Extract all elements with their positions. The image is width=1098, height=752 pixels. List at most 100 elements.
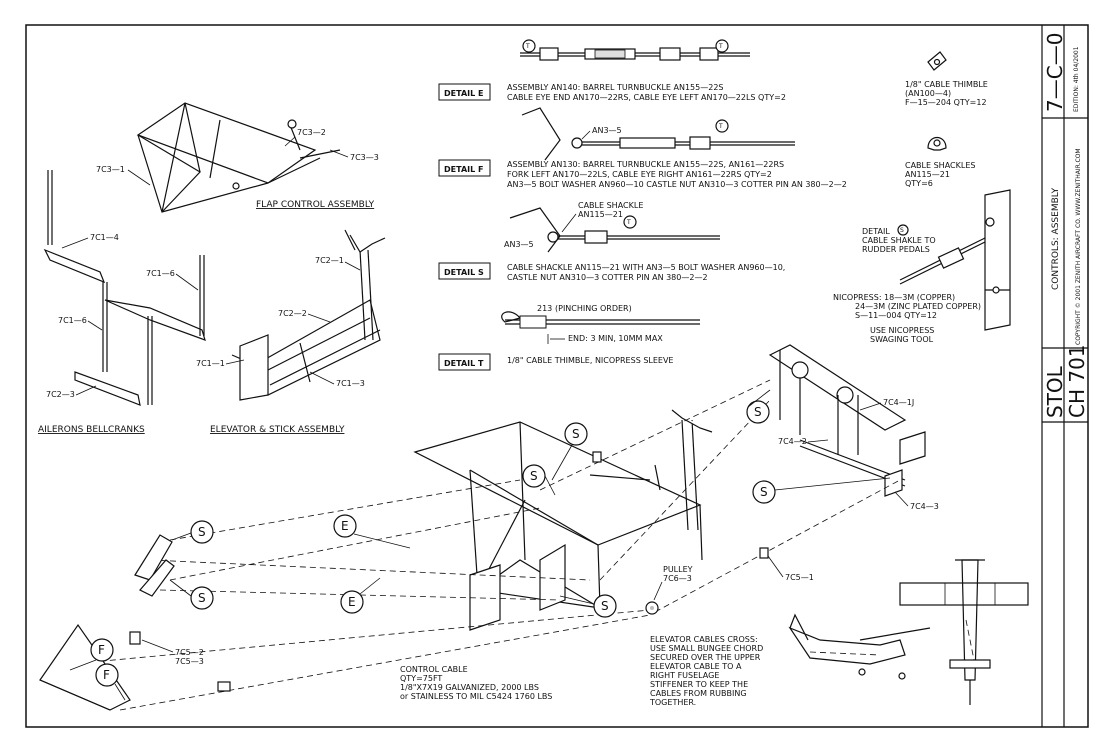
flap-assembly-title: FLAP CONTROL ASSEMBLY	[256, 200, 375, 210]
edition-label: EDITION: 4th 04/2001	[1073, 46, 1080, 112]
cross-note-2: USE SMALL BUNGEE CHORD	[650, 644, 763, 653]
detail-e-tag-box	[438, 83, 491, 101]
shackle-icon	[927, 136, 947, 151]
ailerons-bellcranks-drawing	[43, 170, 206, 406]
label-7c6-3: 7C6—3	[663, 574, 692, 583]
callout-s-4: S	[760, 485, 768, 499]
fairlead-3	[129, 631, 141, 645]
detail-f-tag-box	[438, 159, 491, 177]
fairlead-4	[217, 681, 231, 692]
callout-s-5: S	[601, 599, 609, 613]
label-7c1-6-left: 7C1—6	[58, 316, 87, 325]
callout-f-2: F	[103, 668, 110, 682]
detail-f-line1: ASSEMBLY AN130: BARREL TURNBUCKLE AN155—…	[507, 160, 784, 169]
callout-t-4: T	[626, 219, 631, 226]
detail-s-note-2: CABLE SHAKLE TO	[862, 236, 936, 245]
callout-t-3: T	[718, 123, 723, 130]
shackle-note-2: AN115—21	[905, 170, 950, 179]
rudder-pedal-detail-drawing	[899, 189, 1011, 331]
callout-e-1: E	[341, 519, 349, 533]
ailerons-title: AILERONS BELLCRANKS	[38, 425, 145, 435]
elevator-title: ELEVATOR & STICK ASSEMBLY	[210, 425, 345, 435]
detail-f-an35: AN3—5	[592, 126, 622, 135]
thimble-note-2: (AN100—4)	[905, 89, 951, 98]
thimble-note-1: 1/8" CABLE THIMBLE	[905, 80, 988, 89]
nicopress-note-4: USE NICOPRESS	[870, 326, 934, 335]
callout-t-2: T	[718, 43, 723, 50]
label-7c1-6-right: 7C1—6	[146, 269, 175, 278]
cable-note-3: 1/8"X7X19 GALVANIZED, 2000 LBS	[400, 683, 539, 692]
detail-f-tag: DETAIL F	[444, 165, 483, 174]
detail-f-line2: FORK LEFT AN170—22LS, CABLE EYE RIGHT AN…	[507, 170, 772, 179]
detail-f-drawing	[521, 107, 795, 161]
callout-e-2: E	[348, 595, 356, 609]
aircraft-top-view	[899, 559, 1029, 705]
copyright-label: COPYRIGHT © 2001 ZENITH AIRCRAFT CO. WWW…	[1075, 148, 1082, 345]
shackle-note-1: CABLE SHACKLES	[905, 161, 975, 170]
cable-note-2: QTY=75FT	[400, 674, 442, 683]
label-7c4-3: 7C4—3	[910, 502, 939, 511]
flap-control-drawing	[136, 102, 341, 213]
callout-s-7: S	[198, 591, 206, 605]
callout-f-1: F	[98, 643, 105, 657]
drawing-title: CONTROLS: ASSEMBLY	[1051, 187, 1061, 290]
title-block: 7—C—0 EDITION: 4th 04/2001 CONTROLS: ASS…	[1041, 25, 1089, 727]
label-7c5-3: 7C5—3	[175, 657, 204, 666]
callout-s-small: S	[900, 227, 904, 234]
nicopress-note-2: 24—3M (ZINC PLATED COPPER)	[855, 302, 981, 311]
detail-t-tag-box	[438, 353, 491, 371]
model-stol: STOL	[1043, 365, 1067, 418]
detail-s-drawing	[509, 207, 720, 253]
detail-s-an35: AN3—5	[504, 240, 534, 249]
callout-s-circle-small	[897, 224, 909, 236]
cross-note-7: CABLES FROM RUBBING	[650, 689, 747, 698]
nicopress-note-1: NICOPRESS: 18—3M (COPPER)	[833, 293, 955, 302]
cross-note-1: ELEVATOR CABLES CROSS:	[650, 635, 758, 644]
label-7c3-3: 7C3—3	[350, 153, 379, 162]
callout-t-1: T	[525, 43, 530, 50]
callout-circles	[69, 389, 891, 701]
label-7c4-2: 7C4—2	[778, 437, 807, 446]
cable-note-1: CONTROL CABLE	[400, 665, 468, 674]
cross-note-8: TOGETHER.	[649, 698, 696, 707]
thimble-note-3: F—15—204 QTY=12	[905, 98, 987, 107]
label-7c3-2: 7C3—2	[297, 128, 326, 137]
label-7c4-1j: 7C4—1J	[883, 398, 914, 407]
central-assembly-drawing	[413, 409, 713, 631]
nicopress-note-5: SWAGING TOOL	[870, 335, 934, 344]
nicopress-note-3: S—11—004 QTY=12	[855, 311, 937, 320]
cross-note-6: STIFFENER TO KEEP THE	[650, 680, 748, 689]
pulley-icon	[645, 601, 659, 615]
detail-s-note-1: DETAIL	[862, 227, 890, 236]
cable-note-4: or STAINLESS TO MIL C5424 1760 LBS	[400, 692, 552, 701]
rudder-pedal-assembly-drawing	[768, 344, 926, 497]
detail-s-line2: CASTLE NUT AN310—3 COTTER PIN AN 380—2—2	[507, 273, 708, 282]
detail-t-tag: DETAIL T	[444, 359, 484, 368]
drawing-number: 7—C—0	[1043, 33, 1067, 112]
callout-s-1: S	[572, 427, 580, 441]
detail-e-drawing	[520, 39, 750, 61]
detail-t-order: (PINCHING ORDER)	[555, 304, 632, 313]
cross-note-5: RIGHT FUSELAGE	[650, 671, 719, 680]
detail-s-tag-box	[438, 262, 491, 280]
shackle-note-3: QTY=6	[905, 179, 933, 188]
fairlead-2	[759, 547, 769, 559]
detail-e-line1: ASSEMBLY AN140: BARREL TURNBUCKLE AN155—…	[507, 83, 724, 92]
detail-s-tag: DETAIL S	[444, 268, 484, 277]
label-pulley: PULLEY	[663, 565, 693, 574]
callout-s-2: S	[530, 469, 538, 483]
label-7c3-1: 7C3—1	[96, 165, 125, 174]
label-7c2-2: 7C2—2	[278, 309, 307, 318]
detail-t-end: END: 3 MIN, 10MM MAX	[568, 334, 663, 343]
wing-aileron-drawing	[39, 623, 131, 711]
label-7c1-3: 7C1—3	[336, 379, 365, 388]
label-7c5-2: 7C5—2	[175, 648, 204, 657]
label-7c2-1: 7C2—1	[315, 256, 344, 265]
cross-note-4: ELEVATOR CABLE TO A	[650, 662, 742, 671]
cross-note-3: SECURED OVER THE UPPER	[650, 653, 761, 662]
detail-t-drawing	[501, 311, 700, 344]
detail-e-line2: CABLE EYE END AN170—22RS, CABLE EYE LEFT…	[507, 93, 786, 102]
aircraft-side-view	[788, 613, 931, 680]
